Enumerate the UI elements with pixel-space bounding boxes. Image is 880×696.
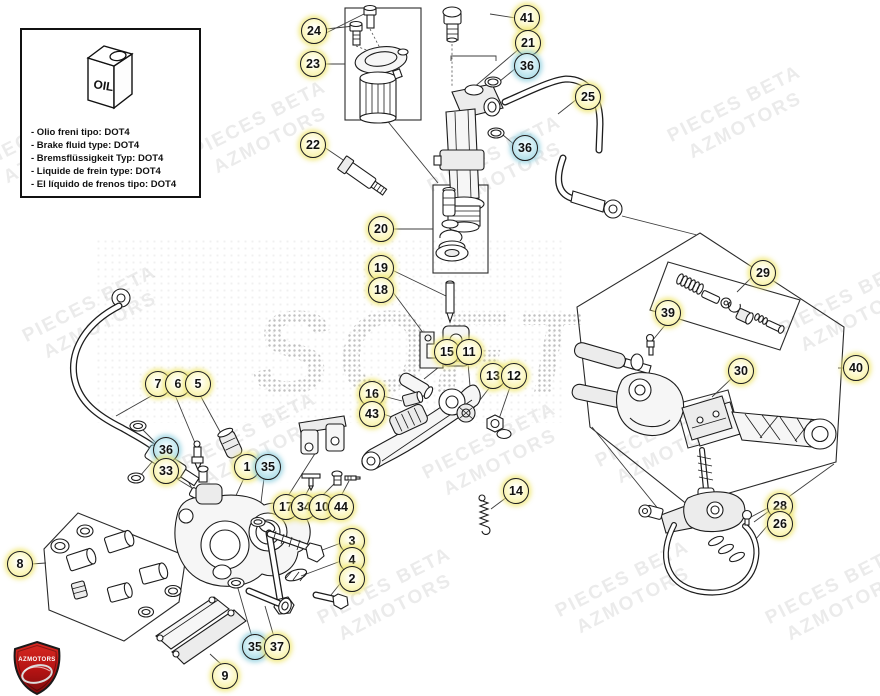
callout-20: 20 bbox=[368, 216, 394, 242]
callout-37: 37 bbox=[264, 634, 290, 660]
reservoir-diaphragm bbox=[359, 68, 403, 124]
svg-text:OIL: OIL bbox=[93, 77, 115, 94]
brake-fluid-info-box: OIL - Olio freni tipo: DOT4 - Brake fluid… bbox=[20, 28, 201, 198]
svg-text:AZMOTORS: AZMOTORS bbox=[18, 657, 55, 663]
screw-44 bbox=[344, 475, 361, 481]
seal-washers-36-front bbox=[127, 420, 147, 484]
piston-kit-20 bbox=[435, 186, 469, 262]
fluid-spec-line: - Olio freni tipo: DOT4 bbox=[31, 127, 130, 138]
washer-35 bbox=[227, 516, 266, 589]
azmotors-logo: AZMOTORS bbox=[13, 640, 61, 696]
front-master-cylinder-body bbox=[616, 372, 684, 436]
banjo-union bbox=[483, 97, 501, 117]
brake-pedal-11 bbox=[361, 384, 481, 471]
callout-19: 19 bbox=[368, 255, 394, 281]
callout-39: 39 bbox=[655, 300, 681, 326]
callout-29: 29 bbox=[750, 260, 776, 286]
nut-12 bbox=[486, 414, 512, 440]
bleed-valve-6 bbox=[191, 440, 204, 472]
callout-40: 40 bbox=[843, 355, 869, 381]
callout-11: 11 bbox=[456, 339, 482, 365]
bolt-28 bbox=[741, 509, 753, 526]
seal-washers-36-rear bbox=[484, 76, 505, 139]
caliper-seal-kit-8 bbox=[50, 524, 182, 618]
pushrod-19 bbox=[445, 280, 455, 324]
fluid-spec-line: - Brake fluid type: DOT4 bbox=[31, 140, 140, 152]
banjo-bolt-22 bbox=[337, 155, 388, 196]
callout-44: 44 bbox=[328, 494, 354, 520]
fluid-spec-lines: - Olio freni tipo: DOT4 - Brake fluid typ… bbox=[31, 126, 195, 192]
fluid-spec-line: - Liquide de frein type: DOT4 bbox=[31, 166, 161, 178]
pivot-sleeve-15 bbox=[399, 372, 434, 400]
callout-41: 41 bbox=[514, 5, 540, 31]
callout-12: 12 bbox=[501, 363, 527, 389]
callout-35: 35 bbox=[255, 454, 281, 480]
t-bolt-34 bbox=[301, 473, 321, 492]
callout-14: 14 bbox=[503, 478, 529, 504]
callout-5: 5 bbox=[185, 371, 211, 397]
callout-22: 22 bbox=[300, 132, 326, 158]
bleed-screw-39 bbox=[645, 333, 655, 356]
hanger-bracket-17 bbox=[298, 415, 347, 455]
fluid-spec-line: - Bremsflüssigkeit Typ: DOT4 bbox=[31, 153, 164, 165]
reservoir-plug-41 bbox=[442, 6, 462, 86]
reservoir-cap-screws bbox=[349, 4, 382, 55]
flange-bolt-10 bbox=[331, 470, 343, 486]
callout-36: 36 bbox=[512, 135, 538, 161]
callout-30: 30 bbox=[728, 358, 754, 384]
piston-kit-box-29 bbox=[649, 261, 801, 351]
piston-kit-29 bbox=[676, 273, 785, 334]
pad-pin-37 bbox=[245, 587, 292, 615]
oil-can-icon: OIL bbox=[86, 45, 134, 110]
callout-26: 26 bbox=[767, 511, 793, 537]
callout-23: 23 bbox=[300, 51, 326, 77]
return-spring-14 bbox=[478, 494, 491, 535]
callout-33: 33 bbox=[153, 458, 179, 484]
callout-8: 8 bbox=[7, 551, 33, 577]
brake-hose-25 bbox=[501, 75, 623, 219]
bushing-13 bbox=[456, 403, 476, 423]
spacer-16 bbox=[401, 391, 424, 407]
brake-pads-9 bbox=[155, 596, 247, 665]
bolt-3 bbox=[266, 530, 325, 563]
lock-clip-4 bbox=[284, 568, 308, 582]
bolt-2 bbox=[312, 591, 349, 610]
callout-9: 9 bbox=[212, 663, 238, 689]
callout-2: 2 bbox=[339, 566, 365, 592]
callout-15: 15 bbox=[434, 339, 460, 365]
callout-18: 18 bbox=[368, 277, 394, 303]
pedal-bracket-26 bbox=[638, 491, 760, 596]
rubber-boot-5 bbox=[217, 427, 243, 459]
callout-25: 25 bbox=[575, 84, 601, 110]
brake-lever-arm bbox=[731, 411, 837, 450]
callout-43: 43 bbox=[359, 401, 385, 427]
callout-24: 24 bbox=[301, 18, 327, 44]
callout-36: 36 bbox=[514, 53, 540, 79]
fluid-spec-line: - El líquido de frenos tipo: DOT4 bbox=[31, 179, 177, 191]
